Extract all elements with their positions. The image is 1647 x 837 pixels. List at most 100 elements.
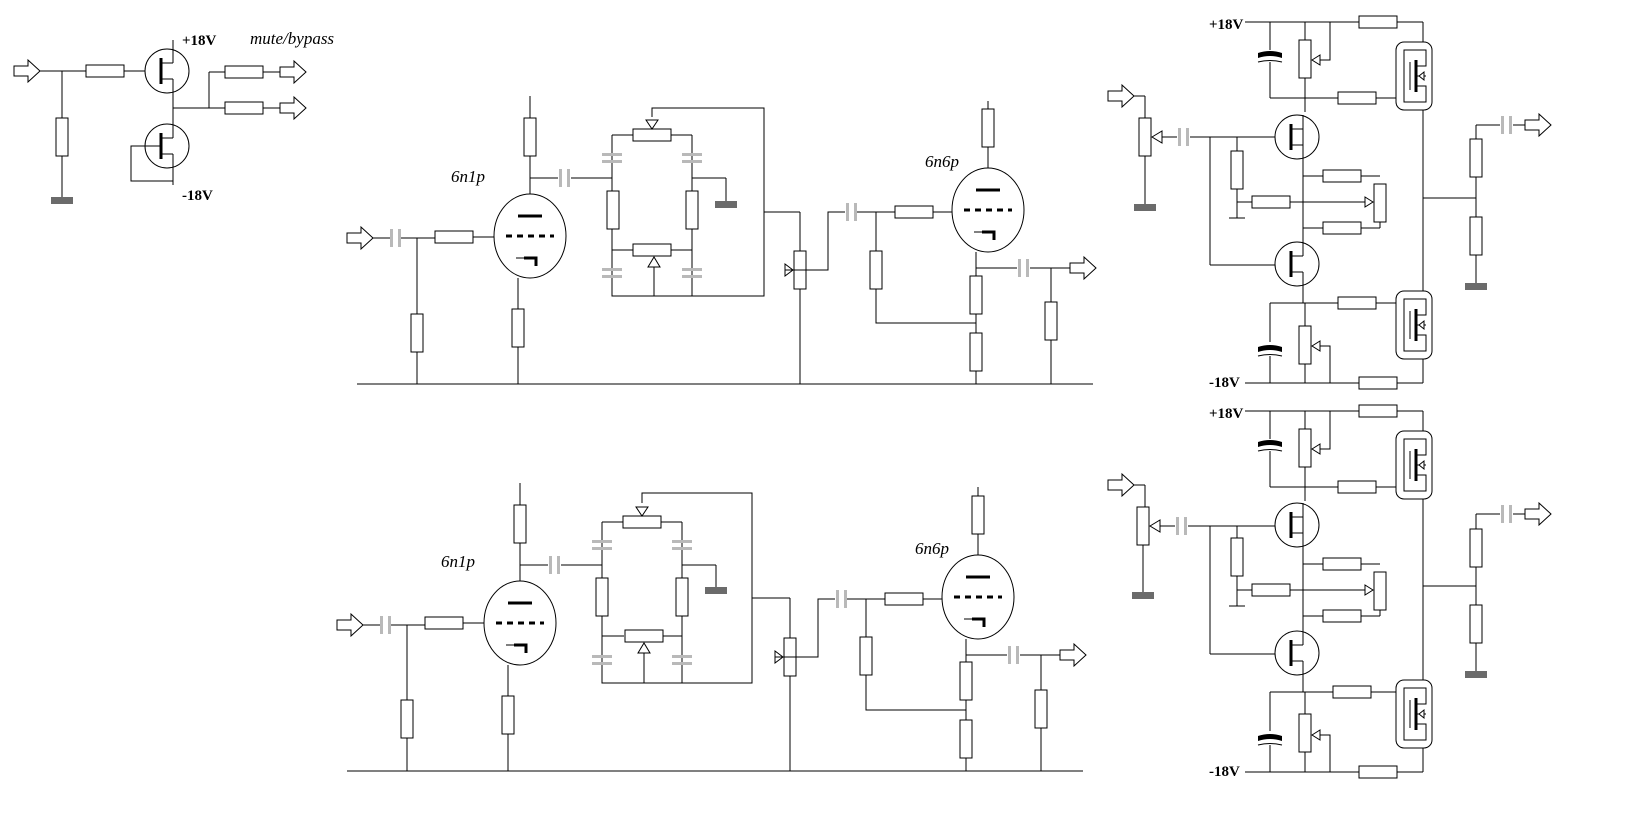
resistor bbox=[1332, 685, 1372, 699]
output-arrow-icon bbox=[1524, 113, 1552, 137]
resistor bbox=[1322, 557, 1362, 571]
resistor bbox=[1358, 404, 1398, 418]
transistor-lower bbox=[1273, 629, 1321, 677]
output-arrow-icon bbox=[1059, 643, 1087, 667]
volume-pot bbox=[1138, 117, 1152, 157]
input-arrow-icon bbox=[1107, 84, 1135, 108]
ground-icon bbox=[1134, 204, 1156, 211]
tube-6n1p bbox=[492, 192, 568, 280]
output-arrow-icon bbox=[1524, 502, 1552, 526]
ground-icon bbox=[1465, 671, 1487, 678]
resistor bbox=[1358, 15, 1398, 29]
resistor bbox=[971, 495, 985, 535]
capacitor bbox=[559, 169, 570, 187]
resistor bbox=[1322, 169, 1362, 183]
resistor bbox=[1337, 296, 1377, 310]
mosfet-upper bbox=[1394, 429, 1434, 501]
resistor bbox=[1337, 480, 1377, 494]
resistor bbox=[1337, 91, 1377, 105]
resistor bbox=[224, 101, 264, 115]
resistor bbox=[1469, 216, 1483, 256]
input-arrow-icon bbox=[1107, 473, 1135, 497]
resistor bbox=[1358, 765, 1398, 779]
capacitor bbox=[1018, 259, 1029, 277]
mute-bypass-circuit: +18V -18V mute/bypass bbox=[13, 29, 334, 204]
tube-6n1p bbox=[482, 579, 558, 667]
tube-6n6p bbox=[940, 553, 1016, 641]
resistor bbox=[85, 64, 125, 78]
pot bbox=[1373, 571, 1387, 611]
ground-icon bbox=[705, 587, 727, 594]
label-mute-bypass: mute/bypass bbox=[250, 29, 334, 48]
capacitor bbox=[836, 590, 847, 608]
resistor bbox=[1298, 325, 1312, 365]
input-arrow-icon bbox=[346, 226, 374, 250]
label-plus-18v: +18V bbox=[1209, 406, 1244, 422]
capacitor bbox=[1501, 505, 1512, 523]
capacitor bbox=[1178, 128, 1189, 146]
capacitor bbox=[549, 556, 560, 574]
resistor bbox=[1469, 604, 1483, 644]
resistor bbox=[501, 695, 515, 735]
tube-6n6p bbox=[950, 166, 1026, 254]
buffer-stage-top: +18V -18V bbox=[1107, 15, 1552, 391]
resistor bbox=[884, 592, 924, 606]
resistor bbox=[859, 636, 873, 676]
resistor bbox=[969, 332, 983, 372]
input-arrow-icon bbox=[336, 613, 364, 637]
resistor bbox=[606, 190, 620, 230]
resistor bbox=[1298, 713, 1312, 753]
tube-stage-top: 6n1p bbox=[346, 96, 1097, 385]
transistor-lower bbox=[1273, 240, 1321, 288]
buffer-stage-bottom: +18V -18V bbox=[1107, 404, 1552, 780]
resistor bbox=[1322, 609, 1362, 623]
capacitor bbox=[1501, 116, 1512, 134]
resistor bbox=[511, 308, 525, 348]
resistor bbox=[1230, 537, 1244, 577]
capacitor bbox=[380, 616, 391, 634]
resistor bbox=[513, 504, 527, 544]
resistor bbox=[981, 108, 995, 148]
resistor bbox=[969, 275, 983, 315]
resistor bbox=[1298, 428, 1312, 468]
transistor-upper bbox=[1273, 113, 1321, 161]
resistor bbox=[1034, 689, 1048, 729]
resistor bbox=[424, 616, 464, 630]
output-arrow-icon bbox=[279, 60, 307, 84]
label-tube-6n6p: 6n6p bbox=[925, 152, 959, 171]
volume-pot bbox=[1136, 506, 1150, 546]
pot bbox=[1373, 183, 1387, 223]
mosfet-lower bbox=[1394, 678, 1434, 750]
label-tube-6n1p: 6n1p bbox=[451, 167, 485, 186]
label-tube-6n6p: 6n6p bbox=[915, 539, 949, 558]
resistor bbox=[1251, 583, 1291, 597]
resistor bbox=[410, 313, 424, 353]
pot bbox=[632, 128, 672, 142]
electrolytic-capacitor bbox=[1257, 50, 1283, 63]
output-arrow-icon bbox=[279, 96, 307, 120]
resistor bbox=[595, 577, 609, 617]
ground-icon bbox=[1132, 592, 1154, 599]
capacitor bbox=[1008, 646, 1019, 664]
capacitor bbox=[390, 229, 401, 247]
label-minus-18v: -18V bbox=[182, 188, 213, 204]
resistor bbox=[959, 719, 973, 759]
ground-icon bbox=[1465, 283, 1487, 290]
resistor bbox=[224, 65, 264, 79]
resistor bbox=[685, 190, 699, 230]
resistor bbox=[894, 205, 934, 219]
resistor bbox=[1251, 195, 1291, 209]
label-minus-18v: -18V bbox=[1209, 764, 1240, 780]
label-minus-18v: -18V bbox=[1209, 375, 1240, 391]
label-plus-18v: +18V bbox=[182, 33, 217, 49]
pot bbox=[622, 515, 662, 529]
transistor-upper bbox=[1273, 501, 1321, 549]
resistor bbox=[1469, 528, 1483, 568]
jfet-upper bbox=[143, 47, 191, 95]
mosfet-upper bbox=[1394, 40, 1434, 112]
input-arrow-icon bbox=[13, 59, 41, 83]
resistor bbox=[1044, 301, 1058, 341]
ground-icon bbox=[51, 197, 73, 204]
